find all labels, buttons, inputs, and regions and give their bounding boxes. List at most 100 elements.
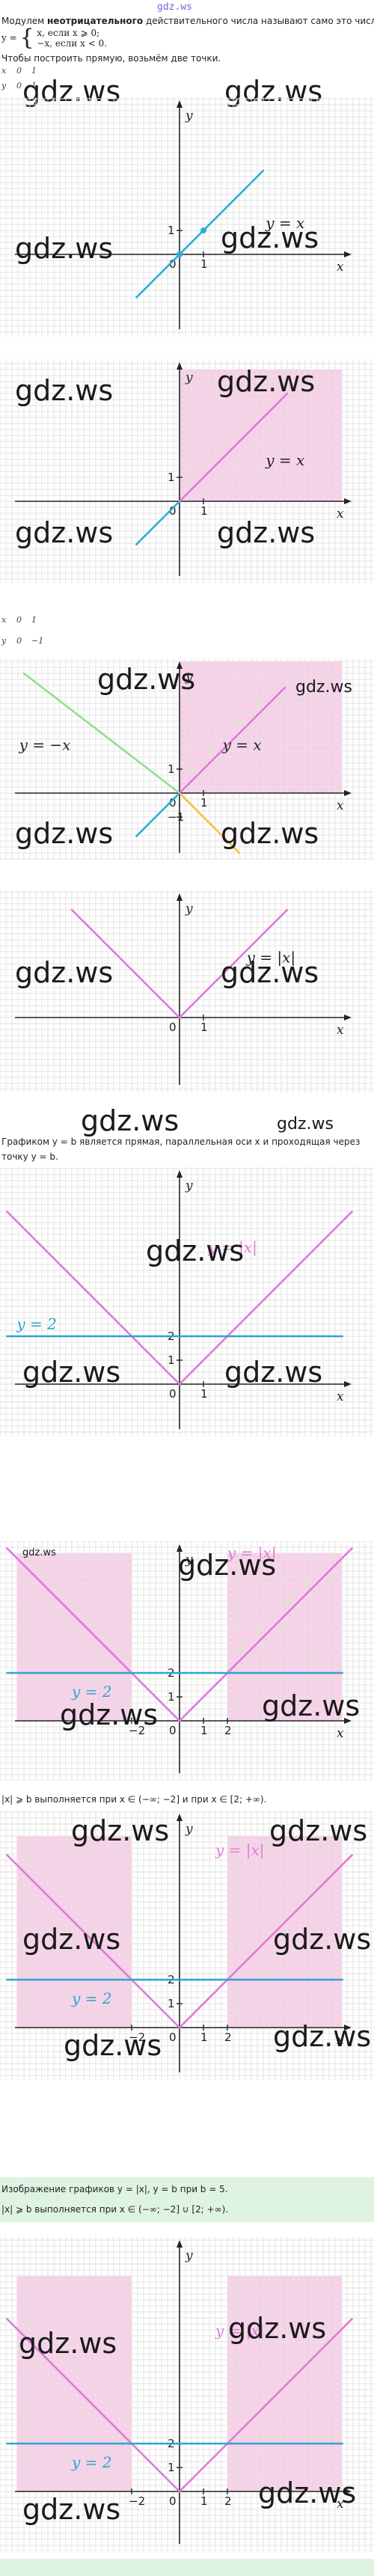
ineq-text: |x| ⩾ b выполняется при x ∈ (−∞; −2] и п… bbox=[1, 1794, 267, 1805]
y-tick-label: 1 bbox=[168, 762, 175, 776]
graph-label: y = x bbox=[265, 214, 304, 232]
watermark: gdz.ws bbox=[258, 2476, 357, 2509]
graph-label: y = 2 bbox=[16, 1315, 57, 1333]
watermark: gdz.ws bbox=[221, 817, 319, 850]
y-axis-arrow bbox=[177, 2240, 183, 2248]
abs-left bbox=[6, 2318, 181, 2493]
final-highlight bbox=[0, 2177, 374, 2222]
watermark: gdz.ws bbox=[221, 221, 319, 254]
abs-left bbox=[6, 1854, 181, 2029]
watermark: gdz.ws bbox=[81, 1104, 180, 1137]
x-tick-label: 2 bbox=[224, 2494, 232, 2508]
case-2: −x, если x < 0. bbox=[37, 38, 108, 49]
watermark: gdz.ws bbox=[228, 2312, 327, 2345]
graph-label: y = −x bbox=[19, 735, 71, 753]
graph-abs-and-hline: xy0112y = 2y = |x| bbox=[0, 1167, 374, 1437]
y-axis-arrow bbox=[177, 1814, 183, 1821]
cases: x, если x ⩾ 0; −x, если x < 0. bbox=[37, 28, 107, 49]
abs-right bbox=[178, 908, 289, 1019]
x-axis-arrow bbox=[344, 790, 352, 796]
line-y-eq-negx bbox=[22, 672, 181, 795]
line-orange bbox=[207, 821, 241, 854]
y-tick-label: −1 bbox=[168, 810, 184, 824]
watermark: gdz.ws bbox=[295, 678, 352, 697]
x-axis-arrow bbox=[344, 1718, 352, 1724]
watermark: gdz.ws bbox=[224, 75, 323, 108]
graph-b-text: Графиком y = b является прямая, параллел… bbox=[1, 1136, 361, 1147]
y-tick-label: 1 bbox=[168, 471, 175, 484]
x-axis-arrow bbox=[344, 1015, 352, 1021]
line-negative-part bbox=[135, 500, 181, 545]
y-tick-label: 1 bbox=[168, 224, 175, 237]
watermark: gdz.ws bbox=[221, 956, 319, 989]
abs-right bbox=[178, 1211, 353, 1386]
watermark: gdz.ws bbox=[273, 2020, 372, 2053]
abs-left bbox=[6, 1547, 181, 1722]
y-axis-arrow bbox=[177, 893, 183, 901]
watermark: gdz.ws bbox=[22, 1356, 121, 1389]
brace: { bbox=[19, 25, 34, 51]
watermark: gdz.ws bbox=[224, 1356, 323, 1389]
axis-y-label: y bbox=[185, 2248, 193, 2263]
x-tick-label: −2 bbox=[129, 2494, 145, 2508]
x-axis-arrow bbox=[344, 498, 352, 504]
tick-0: 0 bbox=[169, 796, 177, 810]
watermark: gdz.ws bbox=[15, 374, 114, 407]
line-y-eq-x-neg bbox=[135, 792, 181, 837]
graph-label: y = |x| bbox=[215, 1841, 265, 1860]
x-axis-arrow bbox=[344, 251, 352, 257]
x-tick-label: 1 bbox=[200, 257, 208, 271]
axis-x-label: x bbox=[337, 1726, 344, 1741]
x-axis-arrow bbox=[344, 2488, 352, 2494]
axis-y-label: y bbox=[185, 1552, 193, 1567]
tick-0: 0 bbox=[169, 1724, 177, 1737]
x-axis-arrow bbox=[344, 1381, 352, 1387]
tick-0: 0 bbox=[169, 1021, 177, 1034]
axis-y-label: y bbox=[185, 670, 193, 685]
bottom-highlight bbox=[0, 2559, 374, 2576]
points-text: Чтобы построить прямую, возьмём две точк… bbox=[1, 53, 221, 64]
x-tick-label: 1 bbox=[200, 504, 208, 518]
site-logo[interactable]: gdz.ws bbox=[157, 1, 192, 13]
line-y-eq-x bbox=[135, 169, 265, 299]
point bbox=[200, 227, 206, 233]
graph-label: y = 2 bbox=[71, 2453, 112, 2471]
watermark: gdz.ws bbox=[178, 1549, 277, 1582]
abs-right bbox=[178, 2318, 353, 2493]
graph-label: y = |x| bbox=[207, 1238, 257, 1257]
x-tick-label: −2 bbox=[129, 2031, 145, 2044]
watermark: gdz.ws bbox=[19, 2327, 117, 2360]
graph-label: y = |x| bbox=[227, 1544, 277, 1562]
x-tick-label: 1 bbox=[200, 1724, 208, 1737]
axis-x-label: x bbox=[337, 1389, 344, 1404]
watermark: gdz.ws bbox=[71, 1814, 170, 1847]
abs-formula: y = { x, если x ⩾ 0; −x, если x < 0. bbox=[1, 27, 107, 49]
watermark: gdz.ws bbox=[15, 956, 114, 989]
axis-x-label: x bbox=[337, 1023, 344, 1038]
graph-label: y = x bbox=[265, 451, 304, 469]
case-1: x, если x ⩾ 0; bbox=[37, 28, 100, 38]
abs-right bbox=[178, 1547, 353, 1722]
ray-y-eq-x bbox=[178, 686, 286, 795]
watermark: gdz.ws bbox=[146, 1235, 245, 1267]
point bbox=[177, 251, 183, 257]
abs-right bbox=[178, 1854, 353, 2029]
final-text-1: Изображение графиков y = |x|, y = b при … bbox=[1, 2184, 228, 2194]
x-axis-arrow bbox=[344, 2025, 352, 2031]
tick-0: 0 bbox=[169, 257, 177, 271]
x-tick-label: 1 bbox=[200, 1021, 208, 1034]
y-axis-arrow bbox=[177, 362, 183, 370]
final-text-2: |x| ⩾ b выполняется при x ∈ (−∞; −2] ∪ [… bbox=[1, 2204, 229, 2215]
watermark: gdz.ws bbox=[22, 1547, 56, 1558]
abs-left bbox=[6, 1211, 181, 1386]
watermark: gdz.ws bbox=[269, 1814, 368, 1847]
watermark: gdz.ws bbox=[277, 1115, 334, 1133]
watermark: gdz.ws bbox=[60, 1698, 159, 1731]
axis-x-label: x bbox=[337, 260, 344, 275]
x-tick-label: 2 bbox=[224, 1724, 232, 1737]
axis-x-label: x bbox=[337, 2497, 344, 2512]
